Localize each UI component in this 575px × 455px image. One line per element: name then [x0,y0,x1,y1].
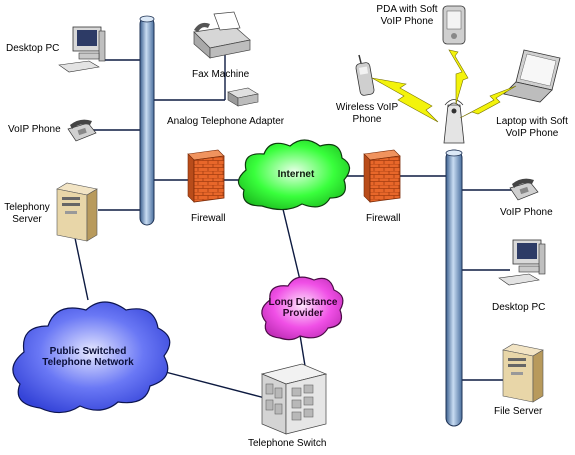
internet-label: Internet [277,169,315,180]
telephone-switch-label: Telephone Switch [248,438,327,449]
desktop-pc-right-label: Desktop PC [492,302,546,313]
firewall-left-label: Firewall [191,213,226,224]
pda-icon [442,5,466,45]
tower-server-icon [502,343,544,403]
voip-phone-right-label: VoIP Phone [500,207,553,218]
long-distance-provider-label: Long Distance Provider [268,297,338,319]
fax-machine-label: Fax Machine [192,69,250,80]
right-network-bus [445,149,463,427]
desk-phone-icon [67,119,97,142]
voip-phone-left-label: VoIP Phone [8,124,61,135]
left-network-bus [139,15,155,226]
network-cloud-icon [237,139,351,211]
desktop-pc-icon [498,239,546,286]
laptop-icon [503,49,561,103]
fax-machine-icon [193,11,251,59]
cordless-phone-icon [355,54,375,96]
desktop-pc-icon [58,26,106,73]
wireless-access-point-icon [443,99,465,144]
brick-wall-icon [363,149,401,203]
wireless-link-lightning [371,49,517,123]
laptop-label: Laptop with Soft VoIP Phone [496,116,568,139]
analog-telephone-adapter-label: Analog Telephone Adapter [167,116,285,127]
brick-wall-icon [187,149,225,203]
telephone-switch-icon [260,363,328,435]
wireless-voip-phone-label: Wireless VoIP Phone [335,102,399,125]
firewall-right-label: Firewall [366,213,401,224]
file-server-label: File Server [494,406,543,417]
tower-server-icon [56,182,98,242]
network-cloud-icon [261,276,344,341]
network-cloud-icon [12,301,171,414]
desktop-pc-left-label: Desktop PC [6,43,60,54]
desk-phone-icon [509,178,539,201]
pda-label: PDA with Soft VoIP Phone [376,4,438,27]
analog-adapter-icon [227,87,259,107]
pstn-label: Public Switched Telephone Network [42,346,134,368]
telephony-server-label: Telephony Server [4,202,50,225]
